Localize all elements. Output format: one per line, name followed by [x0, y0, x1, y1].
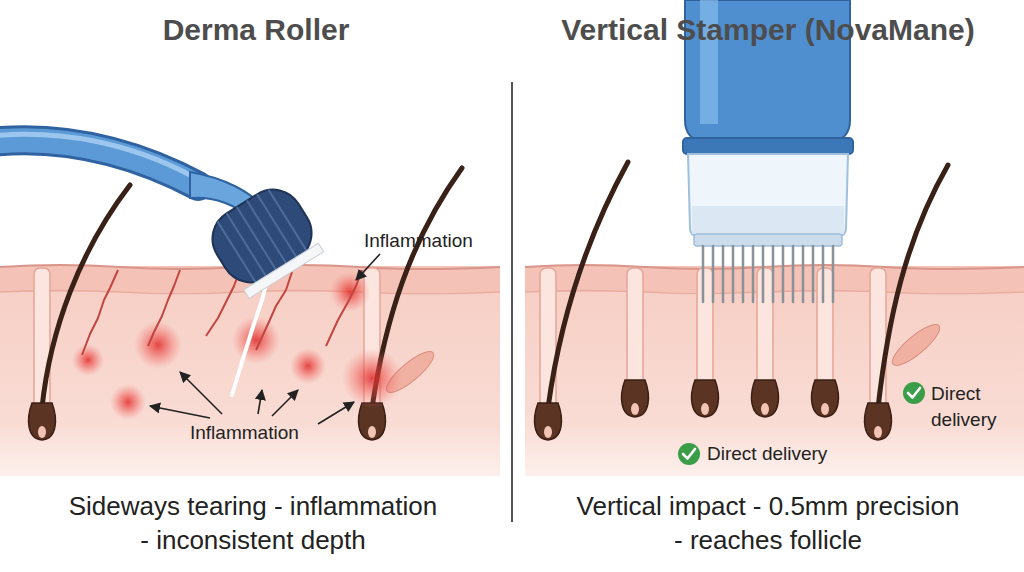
panel-caption: Sideways tearing - inflammation - incons…: [65, 489, 441, 557]
check-icon: [678, 443, 700, 465]
check-icon: [903, 382, 925, 404]
panel-caption: Vertical impact - 0.5mm precision - reac…: [572, 489, 964, 557]
callout-label: Inflammation: [364, 229, 514, 253]
panel-heading: Derma Roller: [36, 12, 476, 48]
callout-label: Direct delivery: [707, 442, 877, 466]
epidermis-layer: [525, 266, 1024, 292]
epidermis-boundary: [525, 291, 1024, 294]
derma-roller: [0, 134, 327, 300]
arrector-pili-muscle: [887, 319, 945, 371]
dermis-layer: [525, 266, 1024, 476]
panel-divider: [511, 82, 513, 522]
panel-heading: Vertical Stamper (NovaMane): [508, 12, 1024, 48]
skin-tear: [82, 270, 362, 355]
hair-bulb: [29, 380, 892, 440]
callout-label: Direct delivery: [931, 381, 1015, 433]
skin-surface: [525, 265, 1024, 269]
skin-cross-section: [525, 265, 1024, 476]
callout-label: Inflammation: [190, 421, 340, 445]
